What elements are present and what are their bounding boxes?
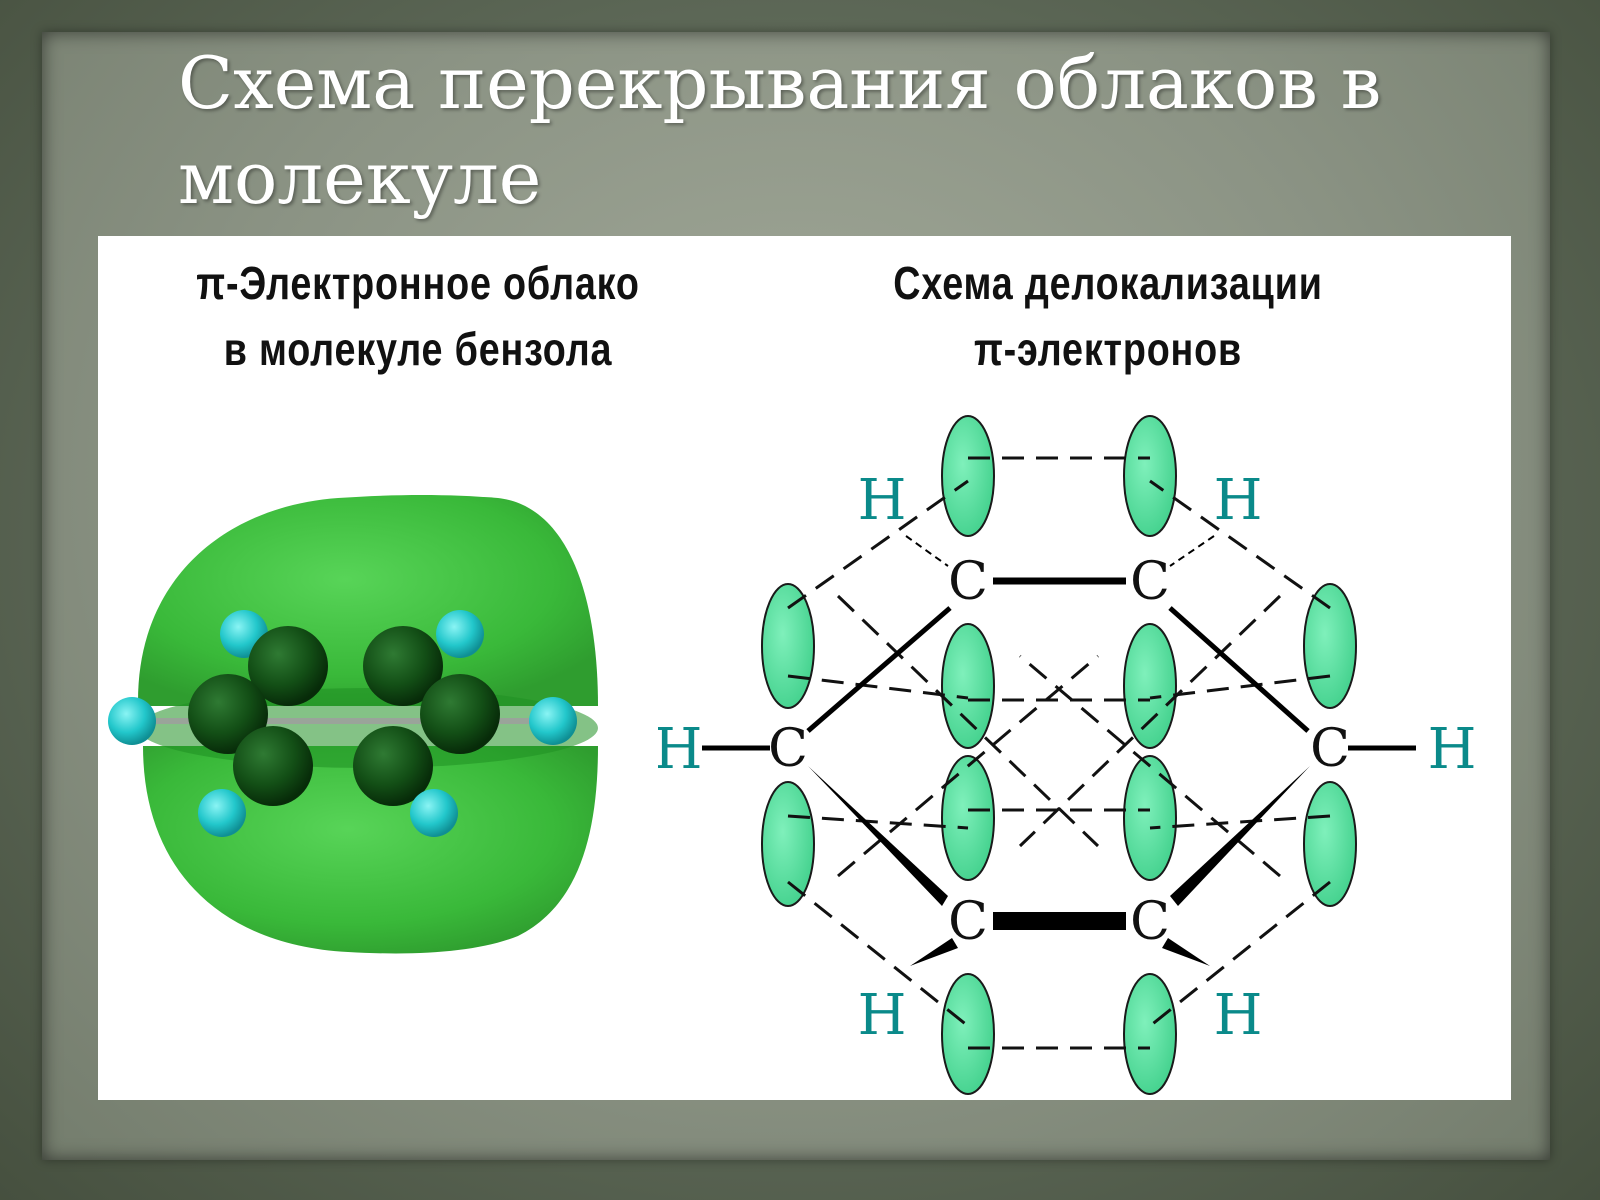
slide-title: Схема перекрывания облаков в молекуле (178, 36, 1478, 226)
hydrogen-label: H (1428, 717, 1477, 782)
benzene-cloud-model (108, 495, 598, 954)
hydrogen-label: H (1214, 983, 1263, 1048)
p-orbital-lobe (941, 973, 995, 1095)
p-orbital-lobe (761, 583, 815, 709)
right-caption: Схема делокализации π-электронов (846, 250, 1371, 382)
carbon-atom (188, 674, 268, 754)
benzene-figure: π-Электронное облако в молекуле бензола … (98, 236, 1511, 1100)
hydrogen-atom (108, 697, 156, 745)
p-orbital-lobe (1123, 973, 1177, 1095)
carbon-atom (420, 674, 500, 754)
p-orbital-lobe (941, 755, 995, 881)
p-orbital-lobe (1123, 755, 1177, 881)
sigma-bonds (702, 535, 1416, 966)
left-caption: π-Электронное облако в молекуле бензола (156, 250, 681, 382)
slide-title-line1: Схема перекрывания облаков в (178, 41, 1382, 125)
carbon-atom (233, 726, 313, 806)
carbon-atom (353, 726, 433, 806)
carbon-label: C (1130, 552, 1170, 612)
hydrogen-label: H (858, 983, 907, 1048)
p-orbital-lobe (941, 415, 995, 537)
carbon-label: C (948, 892, 988, 952)
overlap-dashes (787, 456, 1331, 1050)
hydrogen-atom (410, 789, 458, 837)
carbon-label: C (1130, 892, 1170, 952)
p-orbital-lobe (1303, 781, 1357, 907)
hydrogen-atom (436, 610, 484, 658)
carbon-atom (363, 626, 443, 706)
left-caption-line2: в молекуле бензола (223, 323, 613, 375)
carbon-labels: C C C C C C (768, 552, 1350, 952)
p-orbital-lobe (761, 781, 815, 907)
carbon-label: C (768, 719, 808, 779)
p-orbitals (761, 415, 1357, 1095)
hydrogen-atom (529, 697, 577, 745)
p-orbital-lobe (1303, 583, 1357, 709)
p-orbital-lobe (1123, 623, 1177, 749)
hydrogen-label: H (658, 717, 702, 782)
carbon-label: C (1310, 719, 1350, 779)
carbon-atom (248, 626, 328, 706)
delocalization-scheme: C C C C C C H H H H H H (658, 415, 1476, 1095)
hydrogen-labels: H H H H H H (658, 468, 1476, 1048)
right-caption-line2: π-электронов (973, 323, 1243, 375)
slide-title-line2: молекуле (178, 136, 542, 220)
p-orbital-lobe (941, 623, 995, 749)
p-orbital-lobe (1123, 415, 1177, 537)
right-caption-line1: Схема делокализации (893, 257, 1323, 309)
carbon-label: C (948, 552, 988, 612)
hydrogen-label: H (858, 468, 907, 533)
hydrogen-atom (198, 789, 246, 837)
left-caption-line1: π-Электронное облако (196, 257, 640, 309)
hydrogen-label: H (1214, 468, 1263, 533)
